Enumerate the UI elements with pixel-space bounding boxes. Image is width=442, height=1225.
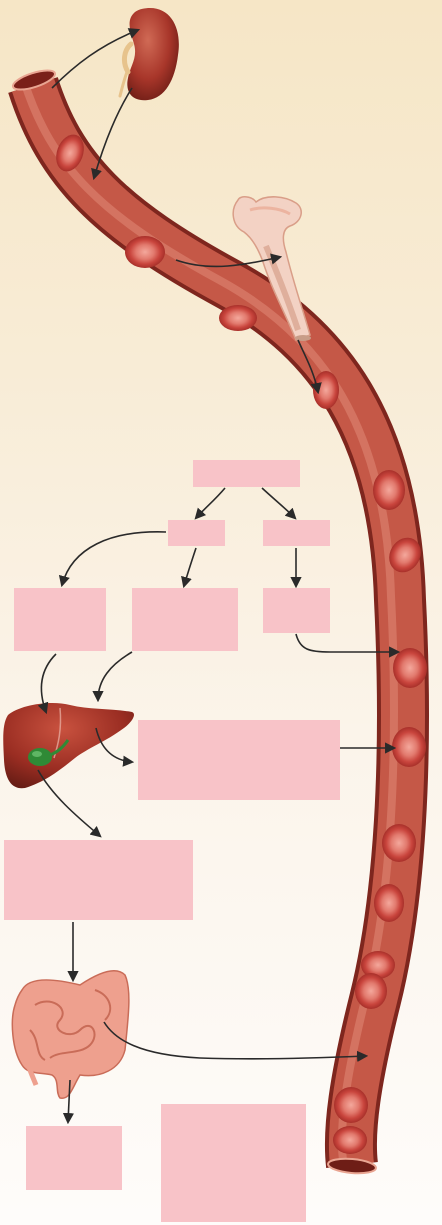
label-box-10 [161, 1104, 306, 1222]
arrow-intestine-to-vessel [104, 1022, 366, 1059]
red-blood-cell [373, 470, 405, 510]
red-blood-cell [333, 1126, 367, 1154]
arrow-b2-to-b4 [62, 532, 166, 585]
liver-icon [3, 703, 134, 788]
label-box-3 [263, 520, 330, 546]
intestine-icon [12, 971, 129, 1098]
red-blood-cell [393, 648, 427, 688]
label-box-9 [26, 1126, 122, 1190]
red-blood-cell [392, 727, 426, 767]
arrow-b2-to-b5 [184, 548, 196, 586]
label-box-4 [14, 588, 106, 651]
red-blood-cell [374, 884, 404, 922]
red-blood-cell [334, 1087, 368, 1123]
red-blood-cell [355, 973, 387, 1009]
label-box-6 [263, 588, 330, 633]
label-box-7 [138, 720, 340, 800]
arrow-liver-to-b8 [38, 770, 100, 836]
arrow-b5-to-liver [98, 652, 132, 700]
kidney-icon [120, 8, 179, 100]
red-blood-cell [219, 305, 257, 331]
label-box-2 [168, 520, 225, 546]
red-blood-cell [382, 824, 416, 862]
arrow-b1-to-b2 [196, 488, 225, 518]
red-blood-cell [125, 236, 165, 268]
arrow-b1-to-b3 [262, 488, 295, 518]
label-box-1 [193, 460, 300, 487]
label-box-5 [132, 588, 238, 651]
label-box-8 [4, 840, 193, 920]
